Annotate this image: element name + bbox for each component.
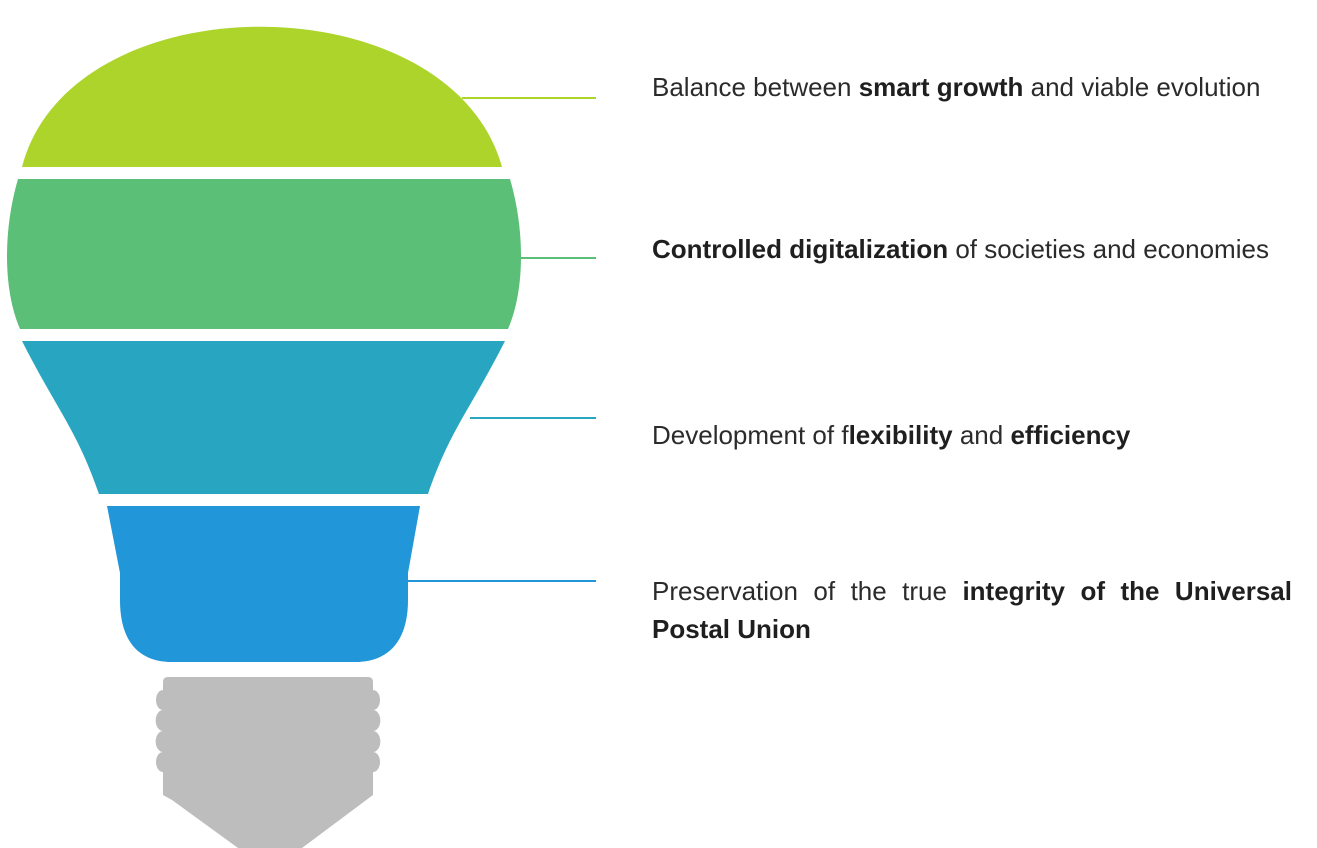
- label-1-emphasis: smart growth: [858, 72, 1024, 102]
- bulb-segment-3: [22, 341, 505, 494]
- label-3-emphasis-b: efficiency: [1010, 420, 1131, 450]
- label-smart-growth: Balance between smart growth and viable …: [652, 68, 1292, 106]
- label-2-text: of societies and economies: [948, 234, 1269, 264]
- label-4-emphasis: integrity of the Universal Postal Union: [652, 576, 1292, 644]
- label-3-emphasis-a: lexibility: [848, 420, 953, 450]
- bulb-segment-1: [22, 26, 502, 167]
- label-3-text-b: and: [952, 420, 1011, 450]
- label-3-text-a: Development of f: [652, 420, 849, 450]
- label-1-text-b: and viable evolution: [1023, 72, 1261, 102]
- label-flexibility-efficiency: Development of flexibility and efficienc…: [652, 416, 1292, 454]
- label-1-text-a: Balance between: [652, 72, 859, 102]
- label-4-text: Preservation of the true: [652, 576, 963, 606]
- label-controlled-digitalization: Controlled digitalization of societies a…: [652, 230, 1292, 268]
- bulb-segment-4: [107, 506, 420, 662]
- bulb-segment-2: [6, 179, 522, 329]
- label-2-emphasis: Controlled digitalization: [652, 234, 949, 264]
- label-upu-integrity: Preservation of the true integrity of th…: [652, 572, 1292, 648]
- bulb-base: [155, 677, 381, 848]
